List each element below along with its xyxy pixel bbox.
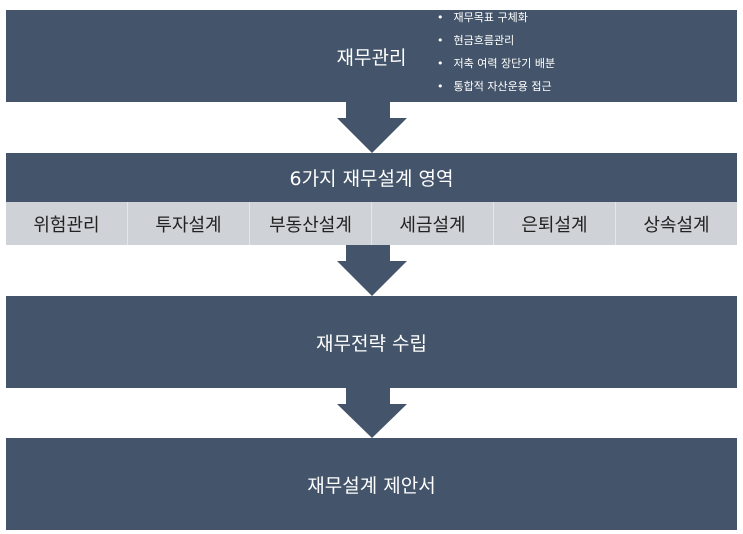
bullet-item: 현금흐름관리	[437, 29, 555, 52]
financial-management-box: 재무관리	[6, 10, 737, 102]
down-arrow-icon	[337, 388, 407, 438]
area-tax: 세금설계	[372, 202, 494, 245]
bullet-item: 통합적 자산운용 접근	[437, 75, 555, 98]
area-retirement: 은퇴설계	[494, 202, 616, 245]
area-inheritance: 상속설계	[643, 214, 710, 236]
box-title: 6가지 재무설계 영역	[289, 168, 454, 190]
box-title: 재무설계 제안서	[307, 474, 436, 497]
down-arrow-icon	[337, 245, 407, 296]
areas-row: 위험관리 투자설계 부동산설계 세금설계 은퇴설계 상속설계	[6, 202, 737, 245]
box-title: 재무관리	[336, 46, 407, 69]
area-real-estate: 부동산설계	[250, 202, 372, 245]
bullet-item: 재무목표 구체화	[437, 6, 555, 29]
area-risk: 위험관리	[6, 202, 128, 245]
box-title: 재무전략 수립	[316, 332, 427, 355]
six-areas-header: 6가지 재무설계 영역	[6, 153, 737, 202]
bullet-item: 저축 여력 장단기 배분	[437, 52, 556, 75]
proposal-box: 재무설계 제안서	[6, 438, 737, 530]
strategy-box: 재무전략 수립	[6, 296, 737, 388]
financial-management-bullets: 재무목표 구체화 현금흐름관리 저축 여력 장단기 배분 통합적 자산운용 접근	[437, 6, 556, 98]
down-arrow-icon	[337, 102, 407, 153]
area-investment: 투자설계	[128, 202, 250, 245]
